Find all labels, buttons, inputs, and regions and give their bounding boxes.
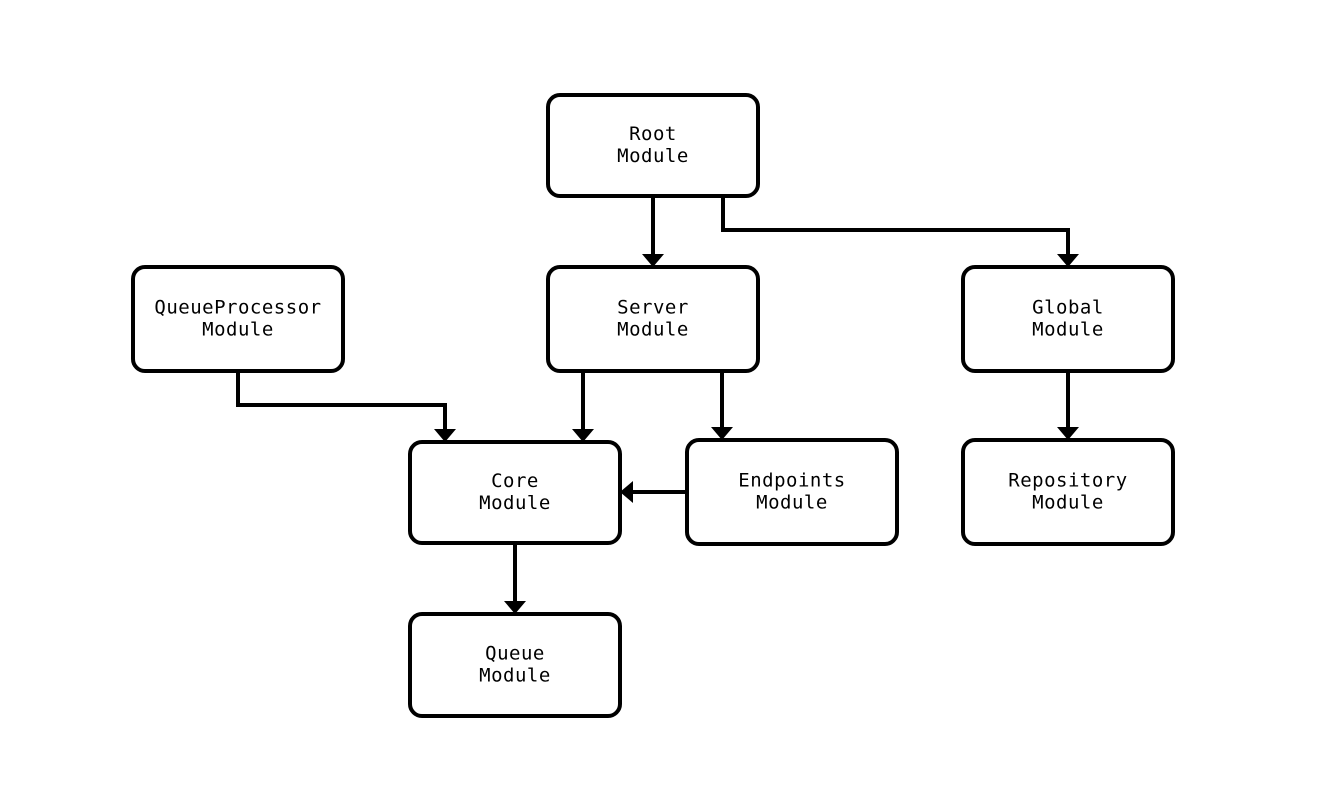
- arrowhead-icon: [572, 429, 594, 442]
- node-box[interactable]: [961, 438, 1175, 546]
- edge-server-to-endpoints: [711, 371, 733, 440]
- edge-line: [721, 196, 1070, 256]
- node-label-line2: Module: [1032, 319, 1104, 341]
- edge-line: [236, 371, 447, 431]
- arrowhead-icon: [1057, 254, 1079, 267]
- node-box[interactable]: [961, 265, 1175, 373]
- node-label-line1: Queue: [485, 643, 545, 665]
- edge-layer: [236, 196, 1079, 614]
- edge-queueprocessor-to-core: [236, 371, 456, 442]
- node-label-line1: QueueProcessor: [154, 297, 321, 319]
- node-label-line1: Endpoints: [738, 470, 845, 492]
- edge-root-to-server: [642, 196, 664, 267]
- node-label-line1: Server: [617, 297, 689, 319]
- edge-root-to-global: [721, 196, 1079, 267]
- node-label-line2: Module: [202, 319, 274, 341]
- node-label-line1: Global: [1032, 297, 1104, 319]
- node-box[interactable]: [408, 440, 622, 545]
- arrowhead-icon: [642, 254, 664, 267]
- edge-server-to-core: [572, 371, 594, 442]
- node-label-line2: Module: [479, 665, 551, 687]
- node-box[interactable]: [546, 93, 760, 198]
- node-label-line2: Module: [617, 319, 689, 341]
- node-box[interactable]: [408, 612, 622, 718]
- node-label-line2: Module: [756, 492, 828, 514]
- node-label-line1: Core: [491, 470, 539, 492]
- node-box[interactable]: [546, 265, 760, 373]
- node-layer: RootModuleQueueProcessorModuleServerModu…: [131, 93, 1175, 718]
- arrowhead-icon: [620, 481, 633, 503]
- node-box[interactable]: [685, 438, 899, 546]
- node-label-line2: Module: [1032, 492, 1104, 514]
- node-label-line2: Module: [617, 145, 689, 167]
- arrowhead-icon: [711, 427, 733, 440]
- edge-core-to-queue: [504, 543, 526, 614]
- arrowhead-icon: [434, 429, 456, 442]
- arrowhead-icon: [504, 601, 526, 614]
- node-label-line2: Module: [479, 492, 551, 514]
- edge-endpoints-to-core: [620, 481, 687, 503]
- node-label-line1: Root: [629, 123, 677, 145]
- arrowhead-icon: [1057, 427, 1079, 440]
- node-box[interactable]: [131, 265, 345, 373]
- node-label-line1: Repository: [1008, 470, 1127, 492]
- edge-global-to-repository: [1057, 371, 1079, 440]
